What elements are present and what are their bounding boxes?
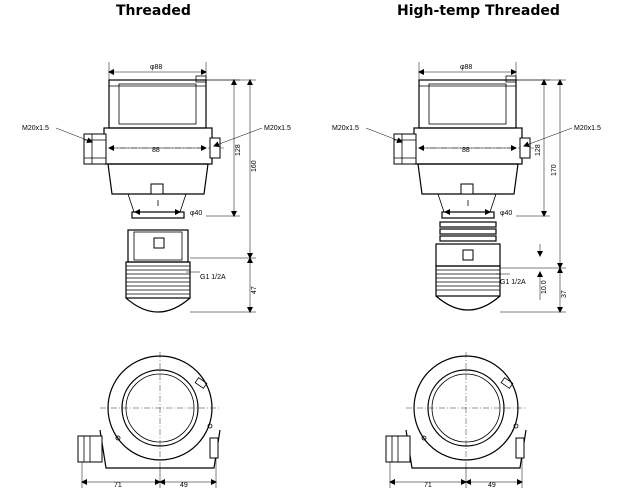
housing-height-label: 128 — [235, 144, 242, 156]
thread-left-label: M20x1.5 — [22, 125, 49, 132]
high-temp-threaded-title: High-temp Threaded — [397, 3, 560, 19]
dimension-a-label: 71 — [424, 482, 432, 489]
top-diameter-label: φ88 — [150, 64, 162, 71]
neck-diameter-label: φ40 — [190, 210, 202, 217]
thread-right-label: M20x1.5 — [264, 125, 291, 132]
thread-left-label: M20x1.5 — [332, 125, 359, 132]
high-temp-bottom-view: 71 49 — [385, 352, 527, 489]
total-height-label: 170 — [551, 164, 558, 176]
lower-height-label: 37 — [561, 290, 568, 298]
dimension-a-label: 71 — [114, 482, 122, 489]
threaded-bottom-view: 71 49 — [77, 352, 221, 489]
dimension-b-label: 49 — [488, 482, 496, 489]
housing-height-label: 128 — [535, 144, 542, 156]
lower-height-label: 47 — [251, 286, 258, 294]
threaded-title: Threaded — [116, 3, 191, 19]
total-height-label: 160 — [251, 160, 258, 172]
high-temp-front-view: φ88 88 M20x1.5 M20x1.5 φ40 — [332, 62, 601, 313]
neck-diameter-label: φ40 — [500, 210, 512, 217]
process-thread-label: G1 1/2A — [500, 279, 526, 286]
process-thread-label: G1 1/2A — [200, 274, 226, 281]
dimension-b-label: 49 — [180, 482, 188, 489]
thread-right-label: M20x1.5 — [574, 125, 601, 132]
threaded-front-view: φ88 88 M20x1.5 M20x1.5 φ40 — [22, 62, 291, 313]
gap-height-label: 10.0 — [541, 280, 548, 294]
top-diameter-label: φ88 — [460, 64, 472, 71]
